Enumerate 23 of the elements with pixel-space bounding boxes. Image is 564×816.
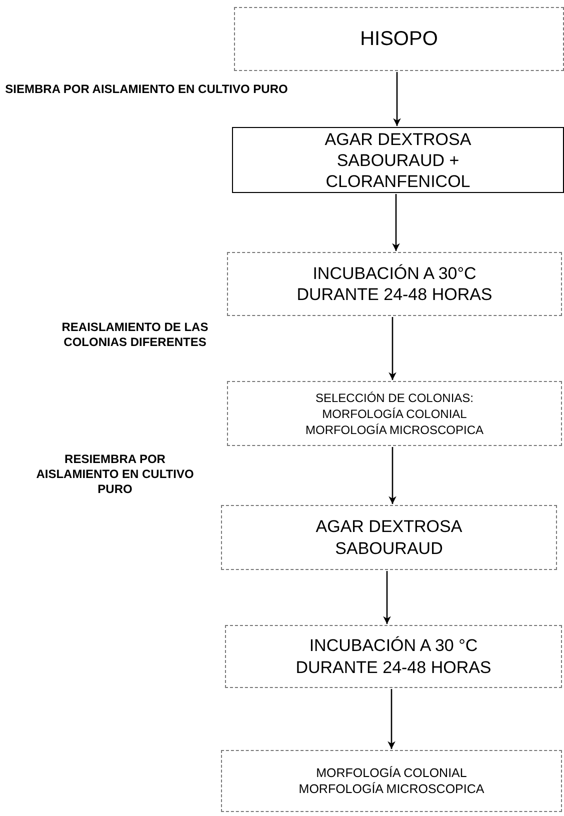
step-note: SIEMBRA POR AISLAMIENTO EN CULTIVO PURO [4,82,289,97]
arrow [388,317,396,380]
process-box [234,7,564,71]
arrow [388,447,396,504]
process-box [227,381,562,446]
step-text: AGAR DEXTROSA SABOURAUD [314,516,464,560]
process-box [221,505,557,570]
process-box [232,127,564,193]
step-note: REAISLAMIENTO DE LAS COLONIAS DIFERENTES [60,320,210,350]
process-box [227,252,562,316]
arrow [383,571,391,624]
step-text: INCUBACIÓN A 30 °C DURANTE 24-48 HORAS [294,634,492,678]
arrow [388,689,396,749]
arrow [392,194,400,251]
arrow [393,72,401,126]
step-text: SELECCIÓN DE COLONIAS: MORFOLOGÍA COLONIAL MORFOLOGÍA MICROSCOPICA [304,390,485,438]
process-box [225,625,562,688]
step-text: AGAR DEXTROSA SABOURAUD + CLORANFENICOL [324,128,472,192]
process-box [221,750,562,812]
step-text: MORFOLOGÍA COLONIAL MORFOLOGÍA MICROSCOPICA [298,765,486,797]
step-note: RESIEMBRA POR AISLAMIENTO EN CULTIVO PURO [35,452,195,497]
step-text: INCUBACIÓN A 30°C DURANTE 24-48 HORAS [296,263,494,305]
step-text: HISOPO [359,27,439,51]
